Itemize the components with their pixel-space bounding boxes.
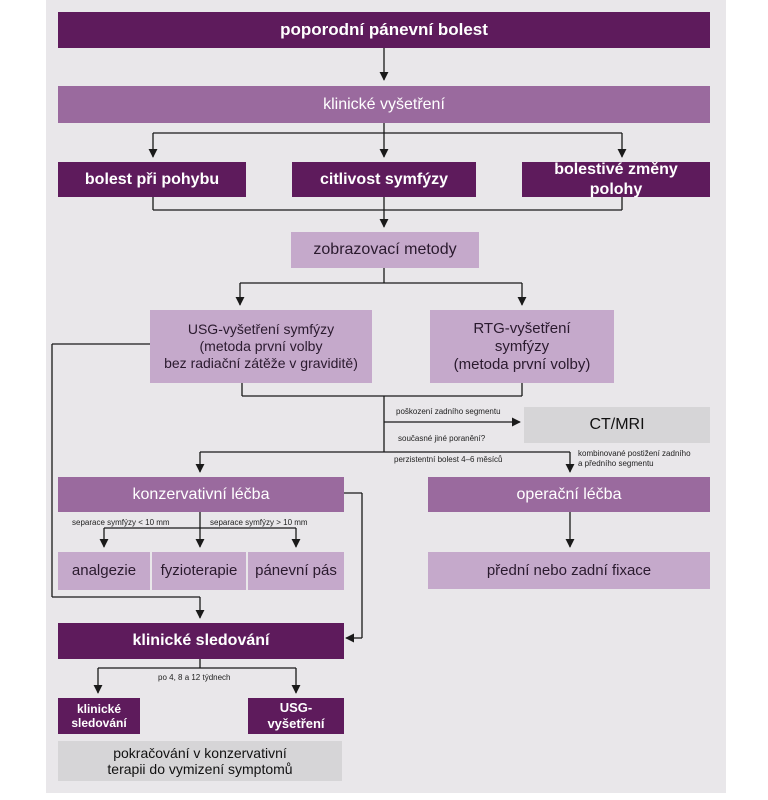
node-rtg-exam: RTG-vyšetření symfýzy (metoda první volb…: [430, 310, 614, 383]
node-surgical: operační léčba: [428, 477, 710, 512]
label-combined-injury: kombinované postižení zadního a předního…: [578, 449, 691, 468]
label-posterior-segment: poškození zadního segmentu: [396, 407, 501, 416]
node-start: poporodní pánevní bolest: [58, 12, 710, 48]
node-usg-exam: USG-vyšetření symfýzy (metoda první volb…: [150, 310, 372, 383]
label-weeks: po 4, 8 a 12 týdnech: [158, 673, 231, 682]
label-other-injury: současné jiné poranění?: [398, 434, 486, 443]
node-clinical-followup: klinické sledování: [58, 623, 344, 659]
label-separation-small: separace symfýzy < 10 mm: [72, 518, 170, 527]
node-imaging: zobrazovací metody: [291, 232, 479, 268]
node-symptom-position: bolestivé změny polohy: [522, 161, 710, 198]
node-conservative: konzervativní léčba: [58, 477, 344, 512]
node-fixation: přední nebo zadní fixace: [428, 552, 710, 589]
node-ct-mri: CT/MRI: [524, 407, 710, 443]
node-continue-therapy: pokračování v konzervativní terapii do v…: [58, 741, 342, 781]
node-analgesia: analgezie: [58, 552, 150, 590]
node-exam: klinické vyšetření: [58, 86, 710, 123]
node-physiotherapy: fyzioterapie: [152, 552, 246, 590]
node-clinical-followup-2: klinické sledování: [58, 698, 140, 734]
node-symptom-tenderness: citlivost symfýzy: [292, 162, 476, 197]
node-usg-followup: USG-vyšetření: [248, 698, 344, 734]
label-persistent-pain: perzistentní bolest 4–6 měsíců: [394, 455, 503, 464]
node-pelvic-belt: pánevní pás: [248, 552, 344, 590]
node-symptom-movement: bolest při pohybu: [58, 162, 246, 197]
label-separation-large: separace symfýzy > 10 mm: [210, 518, 308, 527]
